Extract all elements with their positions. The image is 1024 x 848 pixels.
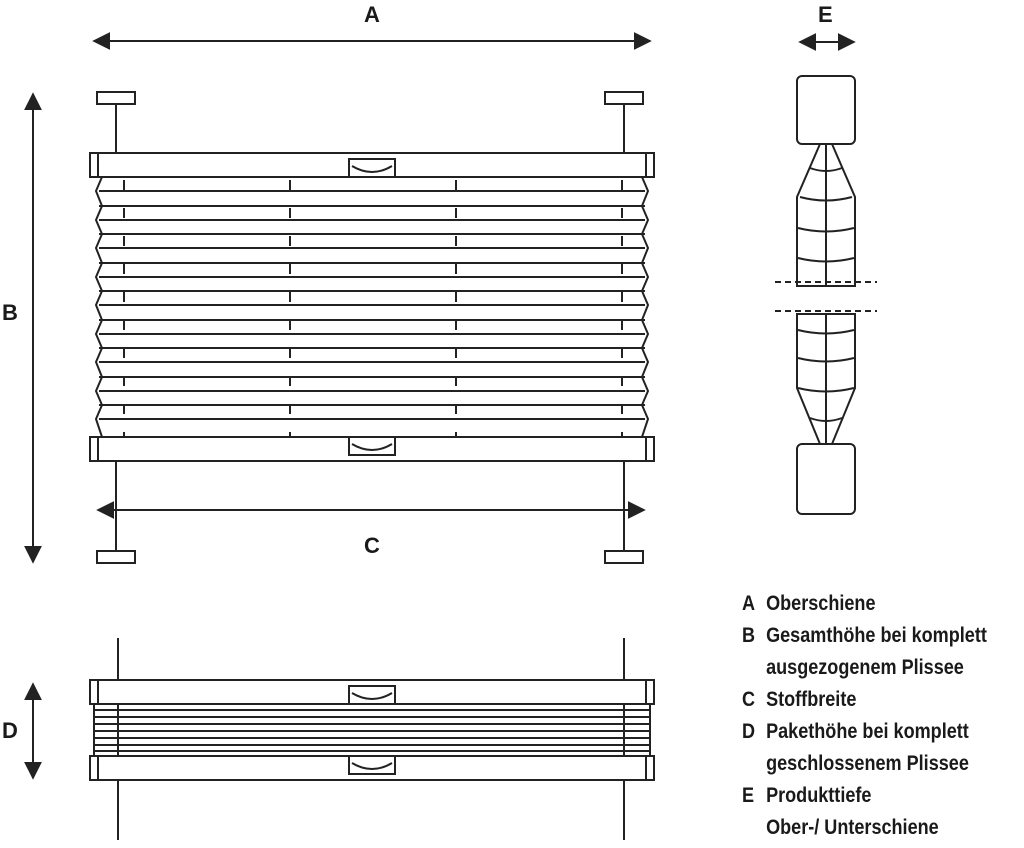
closed-top-rail — [89, 679, 655, 705]
legend-line: geschlossenem Plissee — [766, 752, 969, 775]
side-top-rail — [796, 75, 856, 145]
dimension-legend: A Oberschiene B Gesamthöhe bei komplett … — [742, 588, 987, 844]
legend-line: Pakethöhe bei komplett — [766, 720, 969, 743]
top-right-bracket — [604, 91, 644, 105]
legend-key: C — [742, 688, 756, 711]
top-left-bracket — [96, 91, 136, 105]
legend-item-a: A Oberschiene — [742, 588, 985, 620]
legend-item-b: B Gesamthöhe bei komplett ausgezogenem P… — [742, 620, 987, 684]
legend-key: B — [742, 624, 756, 647]
legend-item-c: C Stoffbreite — [742, 684, 985, 716]
legend-item-d: D Pakethöhe bei komplett geschlossenem P… — [742, 716, 985, 780]
dimension-b-label: B — [2, 300, 18, 325]
legend-text: Oberschiene — [766, 588, 875, 620]
closed-pleat-pack — [93, 703, 651, 757]
bottom-left-bracket — [96, 550, 136, 564]
legend-key: E — [742, 784, 755, 807]
bottom-rail — [89, 436, 655, 462]
legend-key: D — [742, 720, 756, 743]
legend-item-e: E Produkttiefe Ober-/ Unterschiene — [742, 780, 985, 844]
dimension-a-label: A — [364, 2, 380, 27]
legend-text: Pakethöhe bei komplett geschlossenem Pli… — [766, 716, 969, 780]
closed-bottom-rail — [89, 755, 655, 781]
legend-text: Gesamthöhe bei komplett ausgezogenem Pli… — [766, 620, 987, 684]
side-view — [775, 75, 877, 515]
pleated-fabric — [94, 176, 650, 438]
pleat-lines — [99, 190, 645, 420]
legend-line: Gesamthöhe bei komplett — [766, 624, 987, 647]
dimension-d-label: D — [2, 718, 18, 743]
front-view-closed — [89, 638, 655, 840]
bottom-rail-handle — [348, 436, 396, 456]
legend-key: A — [742, 592, 756, 615]
legend-line: Produkttiefe — [766, 784, 872, 807]
legend-line: ausgezogenem Plissee — [766, 656, 964, 679]
dimension-c-label: C — [364, 533, 380, 558]
top-rail — [89, 152, 655, 178]
legend-text: Produkttiefe Ober-/ Unterschiene — [766, 780, 939, 844]
legend-line: Oberschiene — [766, 592, 876, 615]
dimension-e-label: E — [818, 2, 833, 27]
legend-text: Stoffbreite — [766, 684, 856, 716]
legend-line: Ober-/ Unterschiene — [766, 816, 939, 839]
legend-line: Stoffbreite — [766, 688, 857, 711]
front-view-extended — [89, 91, 655, 564]
side-bottom-rail — [796, 443, 856, 515]
bottom-right-bracket — [604, 550, 644, 564]
